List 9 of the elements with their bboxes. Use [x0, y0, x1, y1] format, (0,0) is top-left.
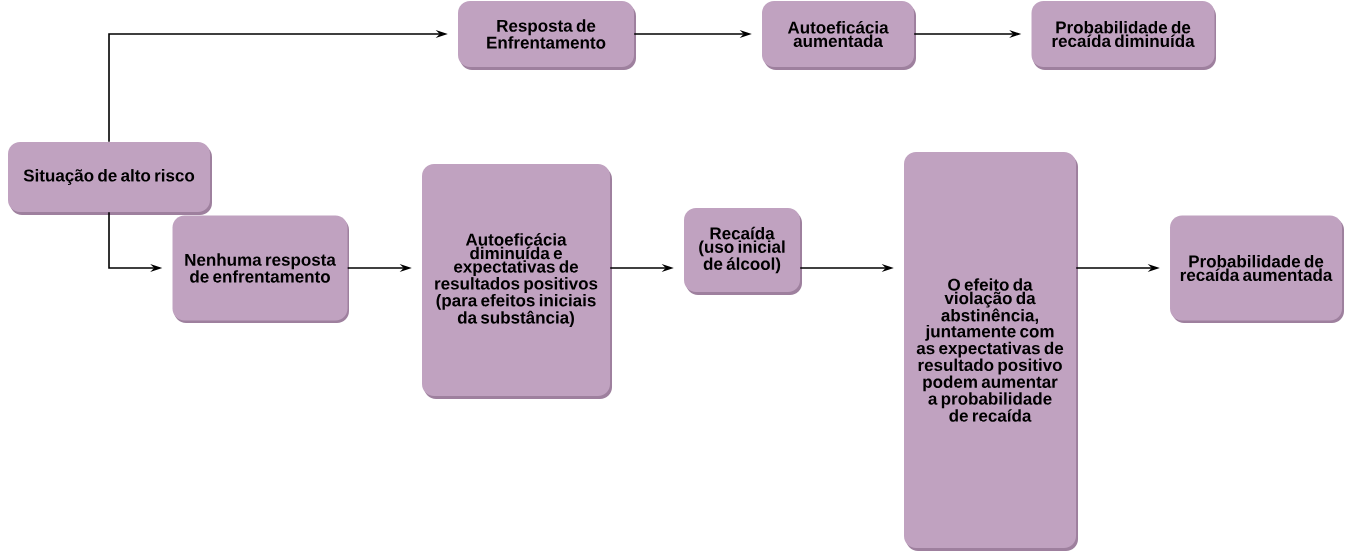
process-box: Autoeficácia diminuída e expectativas de resultados positivos (para efeitos iniciais da substância) [422, 164, 612, 399]
process-box: Situação de alto risco [8, 142, 212, 215]
process-box: O efeito da violação da abstinência, juntamente com as expectativas de resultado positivo podem aumentar a probabilidade de recaída [904, 152, 1078, 551]
process-box: Resposta de Enfrentamento [458, 1, 636, 70]
process-box: Probabilidade de recaída diminuída [1031, 1, 1216, 70]
process-box: Recaída (uso inicial de álcool) [684, 208, 802, 295]
process-box: Nenhuma resposta de enfrentamento [172, 215, 349, 323]
process-box: Probabilidade de recaída aumentada [1170, 215, 1344, 323]
process-box: Autoeficácia aumentada [762, 1, 916, 70]
